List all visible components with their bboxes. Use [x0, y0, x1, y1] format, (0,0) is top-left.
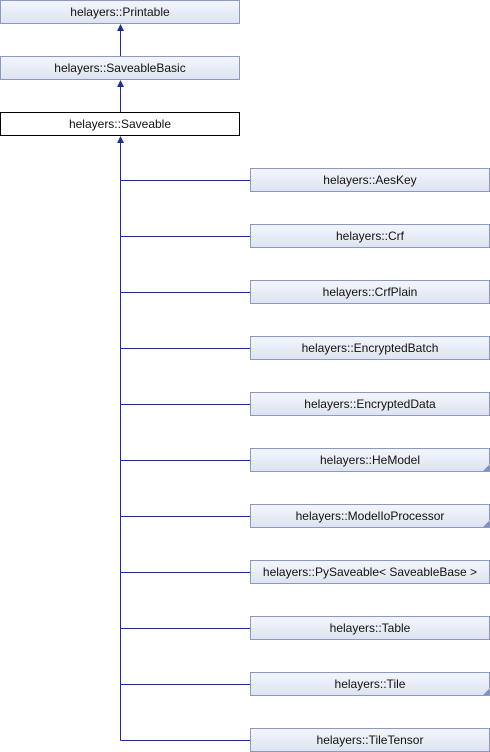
class-node-saveablebasic[interactable]: helayers::SaveableBasic	[0, 56, 240, 80]
class-name: helayers::Saveable	[68, 117, 172, 131]
class-node-derived[interactable]: helayers::ModelIoProcessor	[250, 504, 490, 528]
class-name: helayers::ModelIoProcessor	[295, 509, 445, 523]
class-name: helayers::PySaveable< SaveableBase >	[262, 565, 478, 579]
class-name: helayers::AesKey	[323, 173, 417, 187]
class-node-printable[interactable]: helayers::Printable	[0, 0, 240, 24]
arrowhead-printable	[117, 24, 124, 31]
class-node-derived[interactable]: helayers::AesKey	[250, 168, 490, 192]
class-name: helayers::HeModel	[319, 453, 421, 467]
class-name: helayers::SaveableBasic	[54, 61, 186, 75]
class-node-derived[interactable]: helayers::PySaveable< SaveableBase >	[250, 560, 490, 584]
class-name: helayers::EncryptedData	[304, 397, 436, 411]
class-node-derived[interactable]: helayers::EncryptedBatch	[250, 336, 490, 360]
class-name: helayers::Printable	[70, 5, 170, 19]
collapsed-children-indicator-icon	[483, 521, 489, 527]
collapsed-children-indicator-icon	[483, 689, 489, 695]
collapsed-children-indicator-icon	[483, 465, 489, 471]
class-node-derived[interactable]: helayers::HeModel	[250, 448, 490, 472]
class-name: helayers::EncryptedBatch	[301, 341, 439, 355]
class-node-derived[interactable]: helayers::EncryptedData	[250, 392, 490, 416]
class-node-saveable-current: helayers::Saveable	[0, 112, 240, 136]
class-name: helayers::Crf	[335, 229, 405, 243]
arrowhead-saveable	[117, 136, 124, 143]
class-name: helayers::Table	[329, 621, 411, 635]
class-node-derived[interactable]: helayers::Crf	[250, 224, 490, 248]
class-node-derived[interactable]: helayers::Tile	[250, 672, 490, 696]
class-name: helayers::TileTensor	[316, 733, 424, 747]
derived-branches	[120, 180, 250, 741]
class-node-derived[interactable]: helayers::TileTensor	[250, 728, 490, 752]
arrowhead-saveablebasic	[117, 80, 124, 87]
class-name: helayers::Tile	[334, 677, 406, 691]
class-node-derived[interactable]: helayers::Table	[250, 616, 490, 640]
class-node-derived[interactable]: helayers::CrfPlain	[250, 280, 490, 304]
class-name: helayers::CrfPlain	[322, 285, 418, 299]
